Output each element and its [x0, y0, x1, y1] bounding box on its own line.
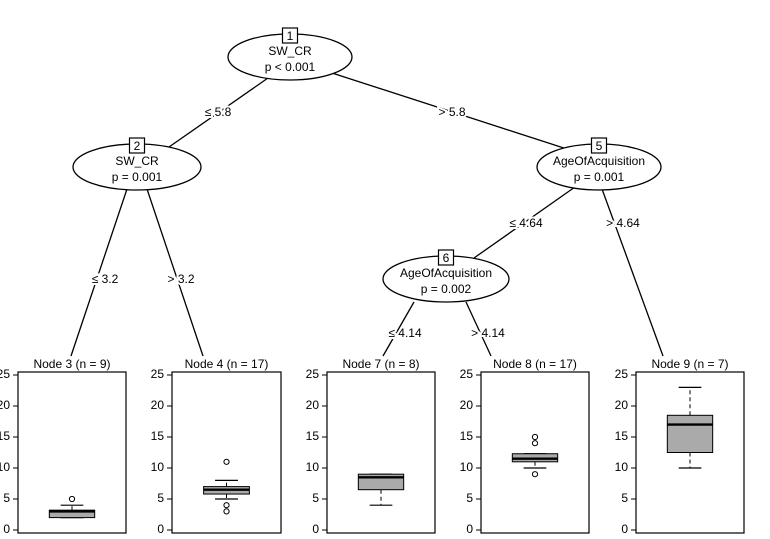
- node-4-outlier-1: [223, 502, 230, 509]
- node-7-ytick-label-20: 20: [306, 398, 320, 412]
- node-8-ytick-label-5: 5: [466, 491, 473, 505]
- node-7-ytick-label-0: 0: [312, 522, 319, 536]
- edge-6-7: [382, 301, 415, 357]
- node-3-title: Node 3 (n = 9): [33, 357, 110, 371]
- edge-5-6: [473, 186, 576, 259]
- node-8-ytick-label-15: 15: [460, 429, 474, 443]
- edge-1-2: [168, 77, 269, 148]
- node-3-ytick-label-20: 20: [0, 398, 10, 412]
- node-3-ytick-label-15: 15: [0, 429, 10, 443]
- node-4-ytick-label-10: 10: [151, 460, 165, 474]
- node-9-ytick-label-5: 5: [621, 491, 628, 505]
- node-5-id-box: [590, 137, 608, 154]
- node-1-id-box: [281, 27, 299, 44]
- terminal-panels: Node 3 (n = 9) 0 5 10 15 20 25 Node 4 (n = 17) 0…: [0, 357, 745, 536]
- node-9-ytick-label-10: 10: [615, 460, 629, 474]
- node-6-variable: AgeOfAcquisition: [400, 266, 492, 280]
- node-1-id: 1: [287, 29, 294, 43]
- terminal-node-7: Node 7 (n = 8) 0 5 10 15 20 25: [306, 357, 436, 536]
- node-3-ytick-label-25: 25: [0, 367, 10, 381]
- edge-2-3: [70, 188, 128, 357]
- node-2-id-box: [128, 137, 146, 154]
- node-7-title: Node 7 (n = 8): [342, 357, 419, 371]
- edge-labels: ≤ 5.8 > 5.8 ≤ 3.2 > 3.2 ≤ 4.64 > 4.64 ≤ 4.14 > …: [90, 103, 642, 342]
- node-8-outlier-0: [531, 433, 539, 441]
- edge-label-2-4: > 3.2: [167, 272, 194, 286]
- node-2-variable: SW_CR: [115, 154, 159, 168]
- edges: [70, 72, 664, 357]
- edge-label-1-5: > 5.8: [438, 105, 465, 119]
- node-8-ytick-label-20: 20: [460, 398, 474, 412]
- node-1-pvalue: p < 0.001: [265, 60, 316, 74]
- node-8-frame: [480, 371, 590, 534]
- node-4-ytick-label-15: 15: [151, 429, 165, 443]
- node-4-outlier-0: [223, 458, 230, 465]
- node-7-ytick-label-10: 10: [306, 460, 320, 474]
- edge-label-2-3: ≤ 3.2: [92, 272, 119, 286]
- node-8-ytick-label-25: 25: [460, 367, 474, 381]
- terminal-node-3: Node 3 (n = 9) 0 5 10 15 20 25: [0, 357, 127, 536]
- node-5-variable: AgeOfAcquisition: [553, 154, 645, 168]
- node-8-outlier-2: [531, 471, 539, 478]
- node-9-ytick-label-20: 20: [615, 398, 629, 412]
- edge-label-1-2: ≤ 5.8: [205, 105, 232, 119]
- node-8-ytick-label-10: 10: [460, 460, 474, 474]
- node-8-ytick-label-0: 0: [466, 522, 473, 536]
- node-9-ytick-label-0: 0: [621, 522, 628, 536]
- node-4-ytick-label-20: 20: [151, 398, 165, 412]
- node-9-title: Node 9 (n = 7): [651, 357, 728, 371]
- node-4-ytick-label-0: 0: [157, 522, 164, 536]
- node-7-frame: [326, 371, 436, 534]
- node-4-title: Node 4 (n = 17): [185, 357, 269, 371]
- node-5-pvalue: p = 0.001: [574, 170, 625, 184]
- node-5-id: 5: [596, 139, 603, 153]
- edge-label-6-7: ≤ 4.14: [388, 326, 422, 340]
- edge-6-8: [465, 301, 492, 357]
- node-6-id: 6: [443, 251, 450, 265]
- node-4-outlier-2: [223, 508, 230, 515]
- node-3-ytick-label-10: 10: [0, 460, 10, 474]
- node-7-ytick-label-5: 5: [312, 491, 319, 505]
- edge-label-6-8: > 4.14: [471, 326, 505, 340]
- edge-2-4: [146, 188, 204, 357]
- node-3-outlier-0: [68, 495, 76, 503]
- terminal-node-8: Node 8 (n = 17) 0 5 10 15 20 25: [460, 357, 590, 536]
- node-4-ytick-label-25: 25: [151, 367, 165, 381]
- node-8-title: Node 8 (n = 17): [493, 357, 577, 371]
- node-6-id-box: [437, 249, 455, 266]
- edge-label-5-9: > 4.64: [606, 216, 640, 230]
- node-9-ytick-label-25: 25: [615, 367, 629, 381]
- node-9-box: [666, 414, 714, 453]
- terminal-node-4: Node 4 (n = 17) 0 5 10 15 20 25: [151, 357, 282, 536]
- node-4-ytick-label-5: 5: [157, 491, 164, 505]
- edge-5-9: [601, 188, 664, 357]
- node-9-ytick-label-15: 15: [615, 429, 629, 443]
- node-7-ytick-label-15: 15: [306, 429, 320, 443]
- node-3-ytick-label-0: 0: [3, 522, 10, 536]
- node-2-id: 2: [134, 139, 141, 153]
- node-7-ytick-label-25: 25: [306, 367, 320, 381]
- node-8-outlier-1: [531, 440, 539, 447]
- edge-1-5: [331, 72, 571, 151]
- node-2-pvalue: p = 0.001: [112, 170, 163, 184]
- node-3-ytick-label-5: 5: [3, 491, 10, 505]
- edge-label-5-6: ≤ 4.64: [509, 216, 543, 230]
- node-1-variable: SW_CR: [268, 44, 312, 58]
- node-3-box: [48, 509, 96, 519]
- terminal-node-9: Node 9 (n = 7) 0 5 10 15 20 25: [615, 357, 745, 536]
- node-6-pvalue: p = 0.002: [421, 282, 472, 296]
